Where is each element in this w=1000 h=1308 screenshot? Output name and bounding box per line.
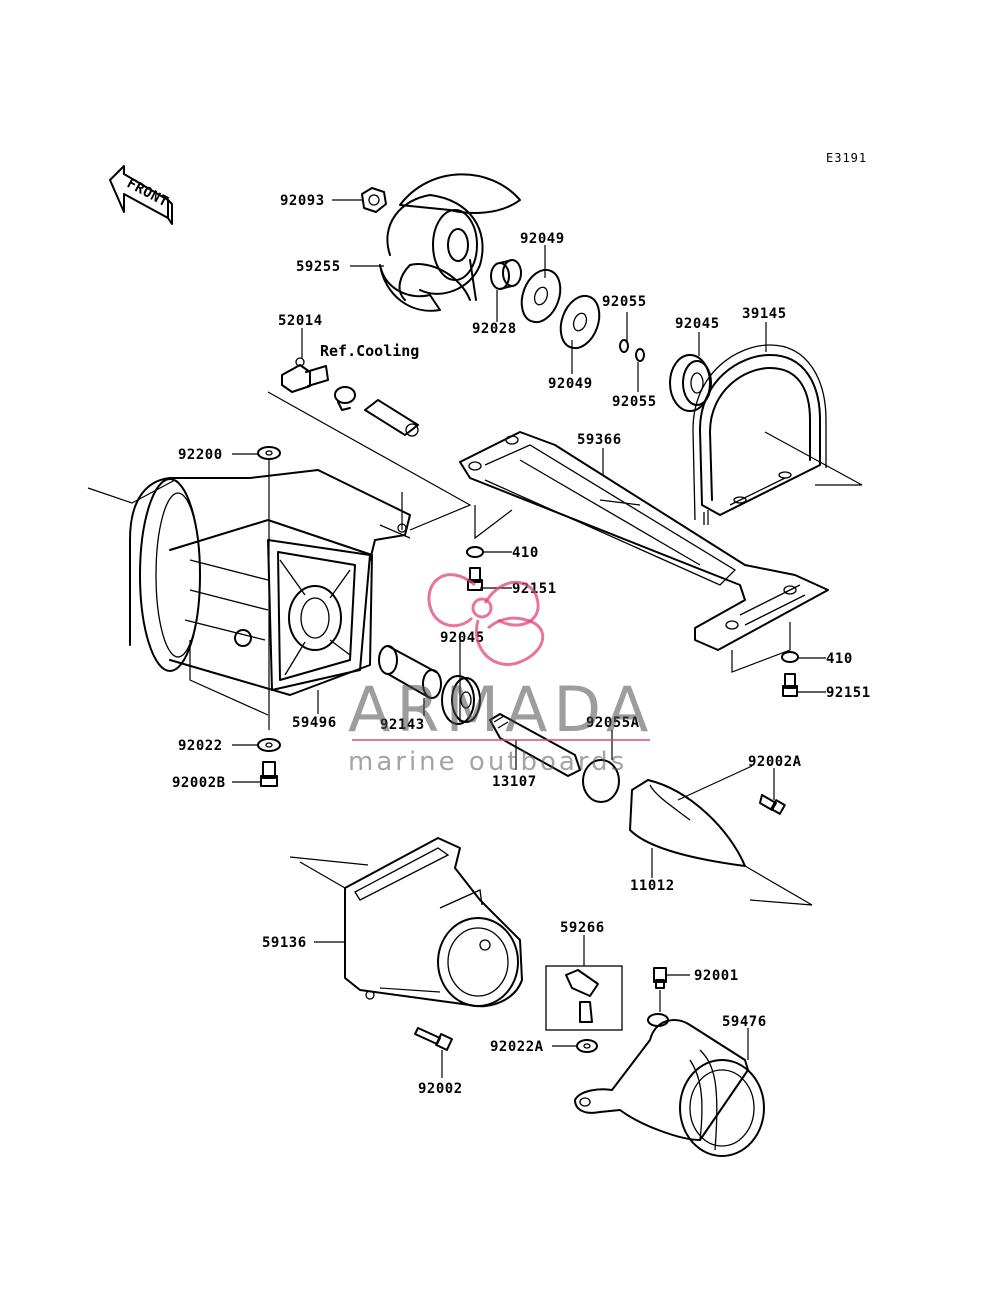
label-92002B: 92002B [172, 775, 226, 791]
cone-11012 [629, 765, 813, 906]
nut-92093 [361, 187, 387, 213]
label-92049-lower: 92049 [548, 376, 593, 392]
label-92001: 92001 [694, 968, 739, 984]
oring-92055-pair [619, 339, 645, 362]
label-92045-upper: 92045 [675, 316, 720, 332]
label-92002A: 92002A [748, 754, 802, 770]
grease-fitting-59266 [545, 965, 623, 1031]
bolt-92151-left [467, 567, 483, 591]
label-410-left: 410 [512, 545, 539, 561]
washer-92022 [257, 738, 281, 752]
bolt-92002 [414, 1027, 453, 1051]
shaft-13107 [489, 713, 581, 777]
ride-plate-59366 [459, 431, 829, 651]
nozzle-59476 [574, 1013, 765, 1157]
label-59136: 59136 [262, 935, 307, 951]
washer-92022A [576, 1039, 598, 1053]
watermark-brand: ARMADA [348, 673, 654, 746]
housing-59136 [289, 837, 523, 1008]
label-410-right: 410 [826, 651, 853, 667]
diagram-code: E3191 [826, 151, 867, 165]
pump-housing-59496 [129, 469, 411, 696]
bearing-92045-lower [441, 675, 481, 725]
propeller-logo-icon [427, 573, 545, 666]
impeller-59255 [379, 173, 521, 312]
label-92022: 92022 [178, 738, 223, 754]
watermark: ARMADA marine outboards [348, 573, 654, 777]
washer-410-left [466, 546, 484, 558]
label-92028: 92028 [472, 321, 517, 337]
housing-guide-lines [87, 391, 863, 716]
bolt-92002B [260, 761, 278, 787]
oring-92055A [582, 759, 620, 803]
label-52014: 52014 [278, 313, 323, 329]
fitting-52014 [281, 357, 329, 393]
spacer-92143 [378, 645, 442, 699]
label-92045-lower: 92045 [440, 630, 485, 646]
intake-grate-39145 [692, 344, 827, 525]
label-92093: 92093 [280, 193, 325, 209]
label-11012: 11012 [630, 878, 675, 894]
label-13107: 13107 [492, 774, 537, 790]
label-92055A: 92055A [586, 715, 640, 731]
front-arrow-icon: FRONT [109, 165, 173, 225]
bolt-92151-right [782, 673, 798, 697]
label-92002: 92002 [418, 1081, 463, 1097]
label-59496: 59496 [292, 715, 337, 731]
part-labels: 92093 59255 92049 92028 92049 92055 9205… [172, 193, 871, 1097]
cooling-hose [334, 386, 419, 437]
watermark-tagline: marine outboards [348, 747, 627, 777]
washer-410-right [781, 651, 799, 663]
washer-92049-lower [559, 294, 601, 350]
leader-lines [232, 199, 826, 1078]
label-92143: 92143 [380, 717, 425, 733]
label-92055-lower: 92055 [612, 394, 657, 410]
bearing-92045-upper [669, 354, 712, 412]
label-92151-right: 92151 [826, 685, 871, 701]
washer-92200 [257, 446, 281, 460]
label-ref-cooling: Ref.Cooling [320, 342, 419, 360]
collar-92028 [490, 259, 522, 290]
label-92200: 92200 [178, 447, 223, 463]
label-59366: 59366 [577, 432, 622, 448]
label-59266: 59266 [560, 920, 605, 936]
front-label: FRONT [124, 175, 171, 210]
label-92055-upper: 92055 [602, 294, 647, 310]
label-92049-upper: 92049 [520, 231, 565, 247]
bolt-92002A [759, 794, 786, 815]
label-59476: 59476 [722, 1014, 767, 1030]
bolt-92001 [653, 967, 667, 989]
label-59255: 59255 [296, 259, 341, 275]
washer-92049-upper [520, 268, 562, 324]
label-39145: 39145 [742, 306, 787, 322]
label-92022A: 92022A [490, 1039, 544, 1055]
